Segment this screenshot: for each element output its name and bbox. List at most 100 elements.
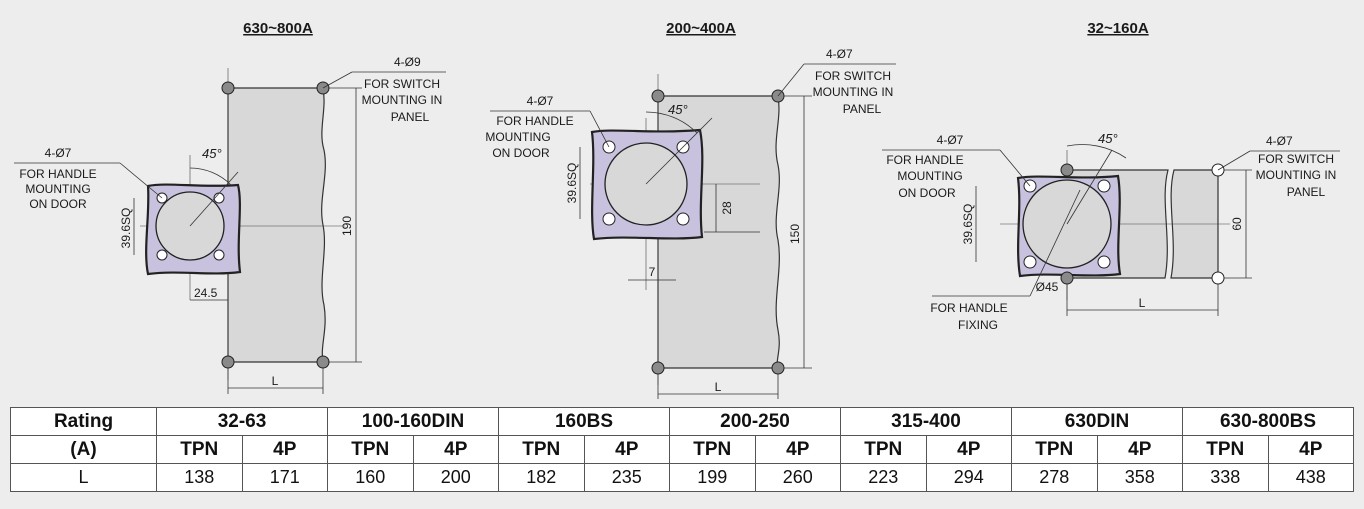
row-label-length: L xyxy=(10,463,157,492)
drawing-200-400a: 200~400A 45° 4-Ø7 FOR HANDLE MOUNTING ON… xyxy=(485,20,896,399)
switch-note-line: FOR SWITCH xyxy=(364,77,440,91)
pole-subheader: 4P xyxy=(412,435,499,464)
table-row-ratings: Rating 32-63 100-160DIN 160BS 200-250 31… xyxy=(10,407,1354,436)
switch-note-line: PANEL xyxy=(1287,185,1326,199)
fixing-note-line: Ø45 xyxy=(1036,280,1059,294)
length-dimension: L xyxy=(1139,296,1146,310)
square-dimension: 39.6SQ xyxy=(565,163,579,204)
pole-subheader: TPN xyxy=(327,435,414,464)
row-label-unit: (A) xyxy=(10,435,157,464)
pole-subheader: 4P xyxy=(1267,435,1354,464)
rating-group-header: 100-160DIN xyxy=(327,407,499,436)
handle-note-line: ON DOOR xyxy=(898,186,956,200)
pole-subheader: 4P xyxy=(1096,435,1183,464)
length-value: 235 xyxy=(583,463,670,492)
dimension-drawings: 630~800A 45° 4-Ø7 FOR HANDLE MOUNTING ON… xyxy=(14,20,1340,399)
length-value: 160 xyxy=(327,463,414,492)
switch-mounting-holes xyxy=(1060,163,1225,285)
length-value: 294 xyxy=(925,463,1012,492)
length-value: 278 xyxy=(1011,463,1098,492)
square-dimension: 39.6SQ xyxy=(119,208,133,249)
pole-subheader: TPN xyxy=(1011,435,1098,464)
drawing-title: 630~800A xyxy=(243,20,313,37)
pole-subheader: 4P xyxy=(754,435,841,464)
height-dimension: 60 xyxy=(1230,217,1244,231)
angle-line xyxy=(189,171,239,227)
length-value: 438 xyxy=(1267,463,1354,492)
pole-subheader: 4P xyxy=(925,435,1012,464)
rating-group-header: 200-250 xyxy=(669,407,841,436)
angle-label: 45° xyxy=(668,102,688,117)
length-dimension: L xyxy=(715,380,722,394)
length-value: 182 xyxy=(498,463,585,492)
square-dimension: 39.6SQ xyxy=(961,204,975,245)
handle-note-line: ON DOOR xyxy=(492,146,550,160)
rating-group-header: 32-63 xyxy=(156,407,328,436)
pole-subheader: 4P xyxy=(583,435,670,464)
switch-note-line: 4-Ø9 xyxy=(394,55,421,69)
pole-subheader: TPN xyxy=(840,435,927,464)
drawing-title: 200~400A xyxy=(666,20,736,37)
handle-note-line: MOUNTING xyxy=(897,169,962,183)
handle-note-line: 4-Ø7 xyxy=(527,94,554,108)
pole-subheader: TPN xyxy=(1182,435,1269,464)
table-row-poles: (A) TPN 4P TPN 4P TPN 4P TPN 4P TPN 4P T… xyxy=(10,435,1354,464)
pole-subheader: 4P xyxy=(241,435,328,464)
pole-subheader: TPN xyxy=(156,435,243,464)
length-value: 260 xyxy=(754,463,841,492)
switch-panel xyxy=(227,87,326,363)
length-value: 200 xyxy=(412,463,499,492)
angle-label: 45° xyxy=(1098,131,1118,146)
angle-arc xyxy=(645,111,698,134)
row-label-rating: Rating xyxy=(10,407,157,436)
pole-subheader: TPN xyxy=(498,435,585,464)
length-dimension: L xyxy=(272,374,279,388)
switch-note-line: MOUNTING IN xyxy=(362,93,443,107)
angle-arc xyxy=(1066,144,1127,159)
length-value: 199 xyxy=(669,463,756,492)
drawing-630-800a: 630~800A 45° 4-Ø7 FOR HANDLE MOUNTING ON… xyxy=(14,20,446,394)
vertical-dimension: 28 xyxy=(720,201,734,215)
switch-note-line: MOUNTING IN xyxy=(1256,168,1337,182)
length-value: 358 xyxy=(1096,463,1183,492)
switch-note-line: 4-Ø7 xyxy=(826,47,853,61)
switch-note-line: MOUNTING IN xyxy=(813,85,894,99)
height-dimension: 150 xyxy=(788,224,802,244)
handle-note-line: FOR HANDLE xyxy=(886,153,963,167)
handle-note-line: FOR HANDLE xyxy=(19,167,96,181)
handle-note-line: MOUNTING xyxy=(485,130,550,144)
switch-note-line: PANEL xyxy=(391,110,430,124)
angle-label: 45° xyxy=(202,146,222,161)
angle-line xyxy=(1066,149,1113,225)
switch-note-line: 4-Ø7 xyxy=(1266,134,1293,148)
table-row-length: L 138 171 160 200 182 235 199 260 223 29… xyxy=(10,463,1354,492)
length-value: 171 xyxy=(241,463,328,492)
switch-note-line: FOR SWITCH xyxy=(815,69,891,83)
offset-dimension: 24.5 xyxy=(194,286,218,300)
handle-note-line: 4-Ø7 xyxy=(45,146,72,160)
handle-mounting-holes xyxy=(156,192,225,261)
height-dimension: 190 xyxy=(340,216,354,236)
fixing-note-line: FIXING xyxy=(958,318,998,332)
length-value: 338 xyxy=(1182,463,1269,492)
handle-note-line: ON DOOR xyxy=(29,197,87,211)
length-value: 223 xyxy=(840,463,927,492)
fixing-note-line: FOR HANDLE xyxy=(930,301,1007,315)
handle-note-line: 4-Ø7 xyxy=(937,133,964,147)
drawing-title: 32~160A xyxy=(1087,20,1148,37)
rating-length-table: Rating 32-63 100-160DIN 160BS 200-250 31… xyxy=(10,407,1354,492)
rating-group-header: 315-400 xyxy=(840,407,1012,436)
length-value: 138 xyxy=(156,463,243,492)
switch-note-line: PANEL xyxy=(843,102,882,116)
rating-group-header: 630-800BS xyxy=(1182,407,1354,436)
rating-group-header: 160BS xyxy=(498,407,670,436)
angle-line xyxy=(645,117,713,185)
handle-note-line: FOR HANDLE xyxy=(496,114,573,128)
offset-dimension: 7 xyxy=(649,265,656,279)
drawing-32-160a: 32~160A 45° 4-Ø7 FOR HANDLE MOUNTING ON … xyxy=(882,20,1340,332)
handle-note-line: MOUNTING xyxy=(25,182,90,196)
switch-note-line: FOR SWITCH xyxy=(1258,152,1334,166)
rating-group-header: 630DIN xyxy=(1011,407,1183,436)
pole-subheader: TPN xyxy=(669,435,756,464)
angle-arc xyxy=(189,167,232,186)
